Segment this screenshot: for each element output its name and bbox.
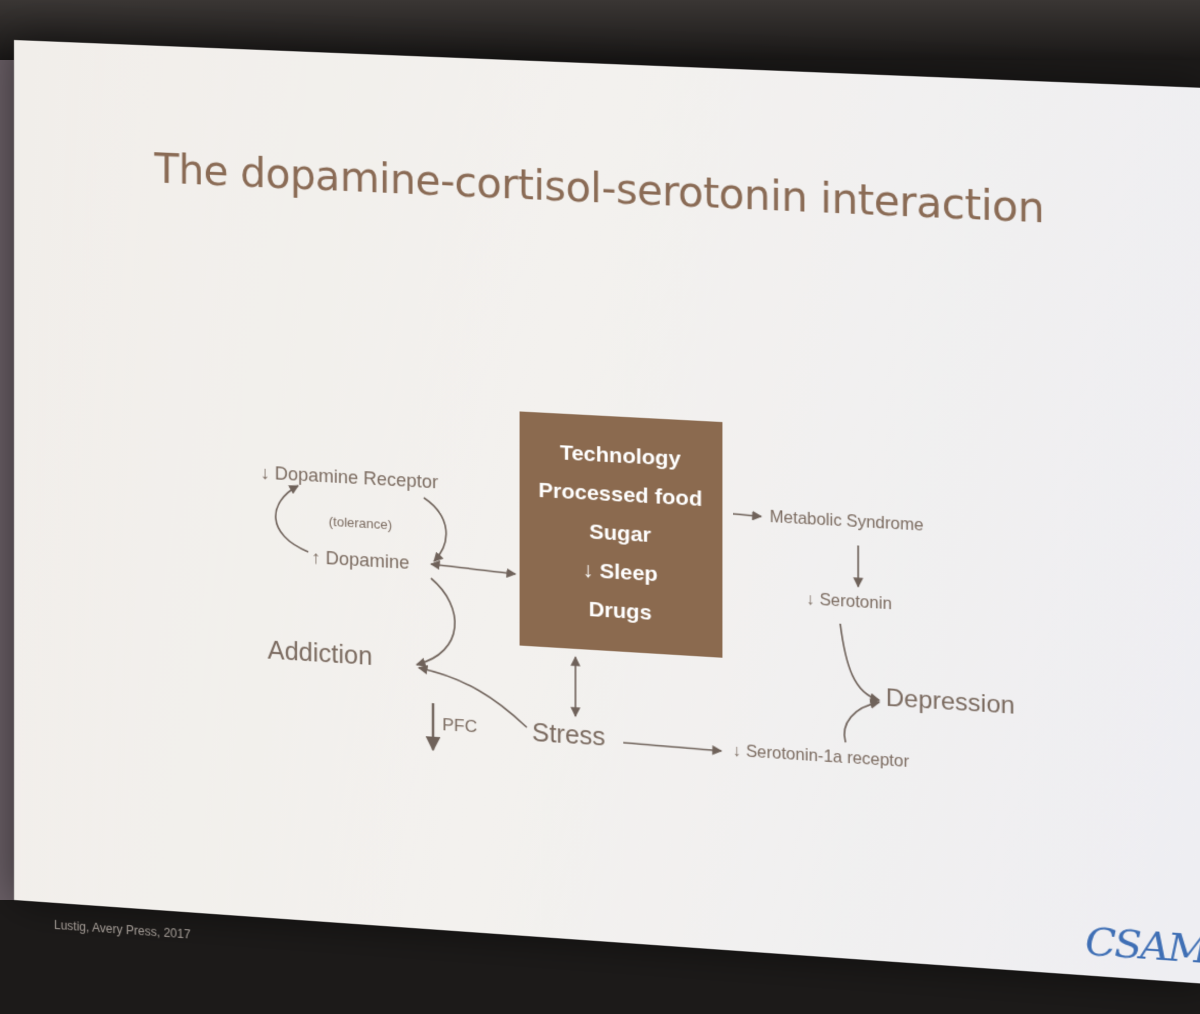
label-stress: Stress — [532, 719, 605, 752]
arrow-box-metabolic — [733, 514, 761, 517]
arrow-stress-serotonin1a — [623, 743, 721, 751]
arrow-tolerance-loop-right — [424, 498, 446, 562]
presentation-slide: The dopamine-cortisol-serotonin interact… — [14, 40, 1200, 984]
label-metabolic-syndrome: Metabolic Syndrome — [770, 509, 924, 535]
citation-credit: Lustig, Avery Press, 2017 — [53, 917, 191, 942]
label-tolerance: (tolerance) — [329, 514, 392, 533]
arrow-serotonin1a-depression — [844, 700, 879, 744]
label-serotonin-1a-receptor: ↓ Serotonin-1a receptor — [733, 742, 910, 771]
box-item-sugar: Sugar — [589, 520, 651, 547]
label-dopamine: ↑ Dopamine — [311, 547, 409, 573]
arrow-serotonin-depression — [840, 624, 879, 700]
box-item-sleep: ↓ Sleep — [583, 559, 658, 587]
label-addiction: Addiction — [268, 636, 373, 671]
label-dopamine-receptor: ↓ Dopamine Receptor — [261, 462, 439, 492]
label-serotonin: ↓ Serotonin — [806, 591, 891, 613]
interaction-diagram: Technology Processed food Sugar ↓ Sleep … — [14, 40, 1200, 984]
label-depression: Depression — [886, 684, 1015, 720]
label-pfc: PFC — [442, 715, 477, 737]
wall-left — [0, 60, 14, 900]
arrow-dopamine-addiction — [417, 577, 455, 667]
central-box — [519, 411, 723, 658]
arrow-dopamine-box — [431, 564, 515, 574]
arrow-tolerance-loop-left — [276, 484, 309, 551]
csam-logo: CSAM — [1085, 918, 1200, 973]
box-item-drugs: Drugs — [589, 598, 652, 625]
